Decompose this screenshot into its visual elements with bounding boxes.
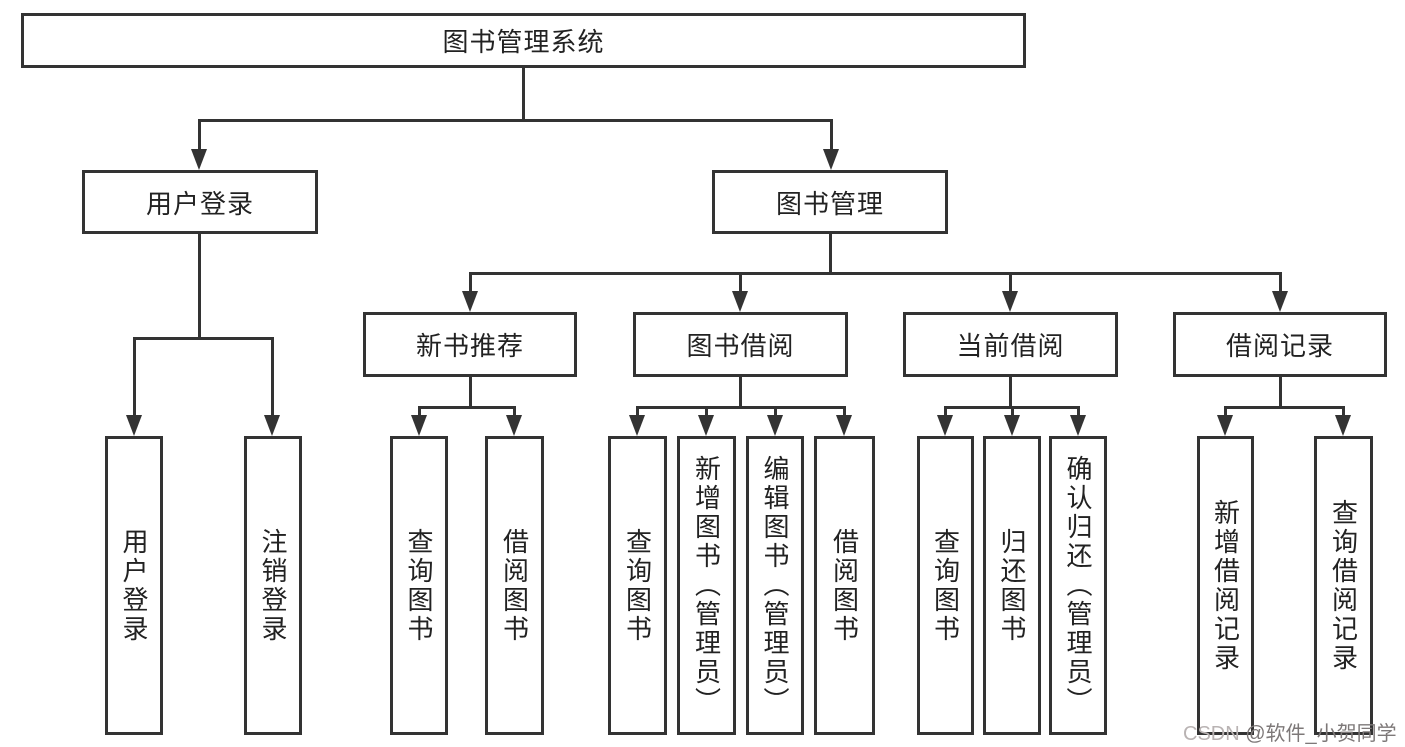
connector-line	[636, 406, 639, 418]
connector-line	[469, 377, 472, 408]
arrowhead-icon	[1002, 291, 1018, 312]
connector-line	[830, 119, 833, 154]
leaf-borrow-book-1: 借阅图书	[485, 436, 544, 735]
leaf-return-book-label: 归还图书	[997, 527, 1027, 644]
watermark-prefix: CSDN	[1183, 723, 1246, 745]
leaf-borrow-book-2-label: 借阅图书	[829, 527, 860, 644]
arrowhead-icon	[1217, 415, 1233, 436]
node-new-book-recommend: 新书推荐	[363, 312, 577, 377]
leaf-add-book-admin: 新增图书（管理员）	[677, 436, 736, 735]
connector-line	[513, 406, 516, 418]
connector-line	[1009, 377, 1012, 408]
arrowhead-icon	[126, 415, 142, 436]
connector-line	[1011, 406, 1014, 418]
connector-line	[636, 406, 846, 409]
leaf-query-book-3-label: 查询图书	[930, 527, 961, 644]
connector-line	[469, 272, 472, 294]
watermark-handle: @软件_小贺同学	[1245, 723, 1397, 745]
connector-line	[829, 233, 832, 274]
leaf-edit-book-admin-label: 编辑图书（管理员）	[760, 455, 790, 716]
leaf-edit-book-admin: 编辑图书（管理员）	[746, 436, 804, 735]
connector-line	[133, 337, 274, 340]
connector-line	[522, 68, 525, 120]
arrowhead-icon	[836, 415, 852, 436]
leaf-query-book-1: 查询图书	[390, 436, 448, 735]
connector-line	[198, 119, 832, 122]
arrowhead-icon	[462, 291, 478, 312]
leaf-query-borrow-record-label: 查询借阅记录	[1328, 498, 1359, 673]
leaf-confirm-return-admin: 确认归还（管理员）	[1049, 436, 1107, 735]
connector-line	[198, 119, 201, 154]
leaf-query-book-3: 查询图书	[917, 436, 974, 735]
connector-line	[1077, 406, 1080, 418]
leaf-logout: 注销登录	[244, 436, 302, 735]
node-current-borrow-label: 当前借阅	[956, 331, 1065, 361]
leaf-user-login: 用户登录	[105, 436, 163, 735]
connector-line	[1224, 406, 1227, 418]
arrowhead-icon	[823, 149, 839, 170]
arrowhead-icon	[1004, 415, 1020, 436]
connector-line	[418, 406, 421, 418]
connector-line	[1279, 272, 1282, 294]
node-borrow-record-label: 借阅记录	[1225, 331, 1334, 361]
leaf-user-login-label: 用户登录	[119, 527, 149, 644]
leaf-borrow-book-2: 借阅图书	[814, 436, 875, 735]
leaf-query-book-2-label: 查询图书	[622, 527, 653, 644]
leaf-query-book-2: 查询图书	[608, 436, 667, 735]
node-root-label: 图书管理系统	[442, 27, 605, 57]
node-book-management-label: 图书管理	[775, 188, 884, 219]
arrowhead-icon	[732, 291, 748, 312]
arrowhead-icon	[506, 415, 522, 436]
connector-line	[1342, 406, 1345, 418]
connector-line	[1279, 377, 1282, 408]
leaf-return-book: 归还图书	[983, 436, 1041, 735]
arrowhead-icon	[1070, 415, 1086, 436]
arrowhead-icon	[191, 149, 207, 170]
node-new-book-recommend-label: 新书推荐	[415, 331, 524, 361]
leaf-query-book-1-label: 查询图书	[404, 527, 434, 644]
leaf-confirm-return-admin-label: 确认归还（管理员）	[1063, 455, 1093, 716]
connector-line	[739, 377, 742, 408]
connector-line	[469, 272, 1282, 275]
connector-line	[705, 406, 708, 418]
connector-line	[198, 233, 201, 338]
arrowhead-icon	[1272, 291, 1288, 312]
node-borrow-record: 借阅记录	[1173, 312, 1387, 377]
leaf-add-borrow-record-label: 新增借阅记录	[1210, 498, 1241, 673]
arrowhead-icon	[698, 415, 714, 436]
connector-line	[843, 406, 846, 418]
leaf-add-book-admin-label: 新增图书（管理员）	[691, 455, 722, 716]
connector-line	[739, 272, 742, 294]
arrowhead-icon	[411, 415, 427, 436]
node-book-management: 图书管理	[712, 170, 948, 234]
connector-line	[418, 406, 516, 409]
arrowhead-icon	[767, 415, 783, 436]
arrowhead-icon	[629, 415, 645, 436]
connector-line	[271, 337, 274, 419]
leaf-logout-label: 注销登录	[258, 527, 288, 644]
node-book-borrow-label: 图书借阅	[686, 331, 795, 361]
node-user-login: 用户登录	[82, 170, 318, 234]
watermark: CSDN @软件_小贺同学	[1183, 717, 1397, 746]
arrowhead-icon	[264, 415, 280, 436]
leaf-borrow-book-1-label: 借阅图书	[499, 527, 530, 644]
node-user-login-label: 用户登录	[145, 188, 254, 219]
leaf-query-borrow-record: 查询借阅记录	[1314, 436, 1373, 735]
connector-line	[1009, 272, 1012, 294]
arrowhead-icon	[1335, 415, 1351, 436]
leaf-add-borrow-record: 新增借阅记录	[1197, 436, 1254, 735]
arrowhead-icon	[937, 415, 953, 436]
connector-line	[774, 406, 777, 418]
connector-line	[133, 337, 136, 419]
node-book-borrow: 图书借阅	[633, 312, 848, 377]
connector-line	[1224, 406, 1345, 409]
connector-line	[944, 406, 947, 418]
node-root: 图书管理系统	[21, 13, 1026, 68]
node-current-borrow: 当前借阅	[903, 312, 1118, 377]
